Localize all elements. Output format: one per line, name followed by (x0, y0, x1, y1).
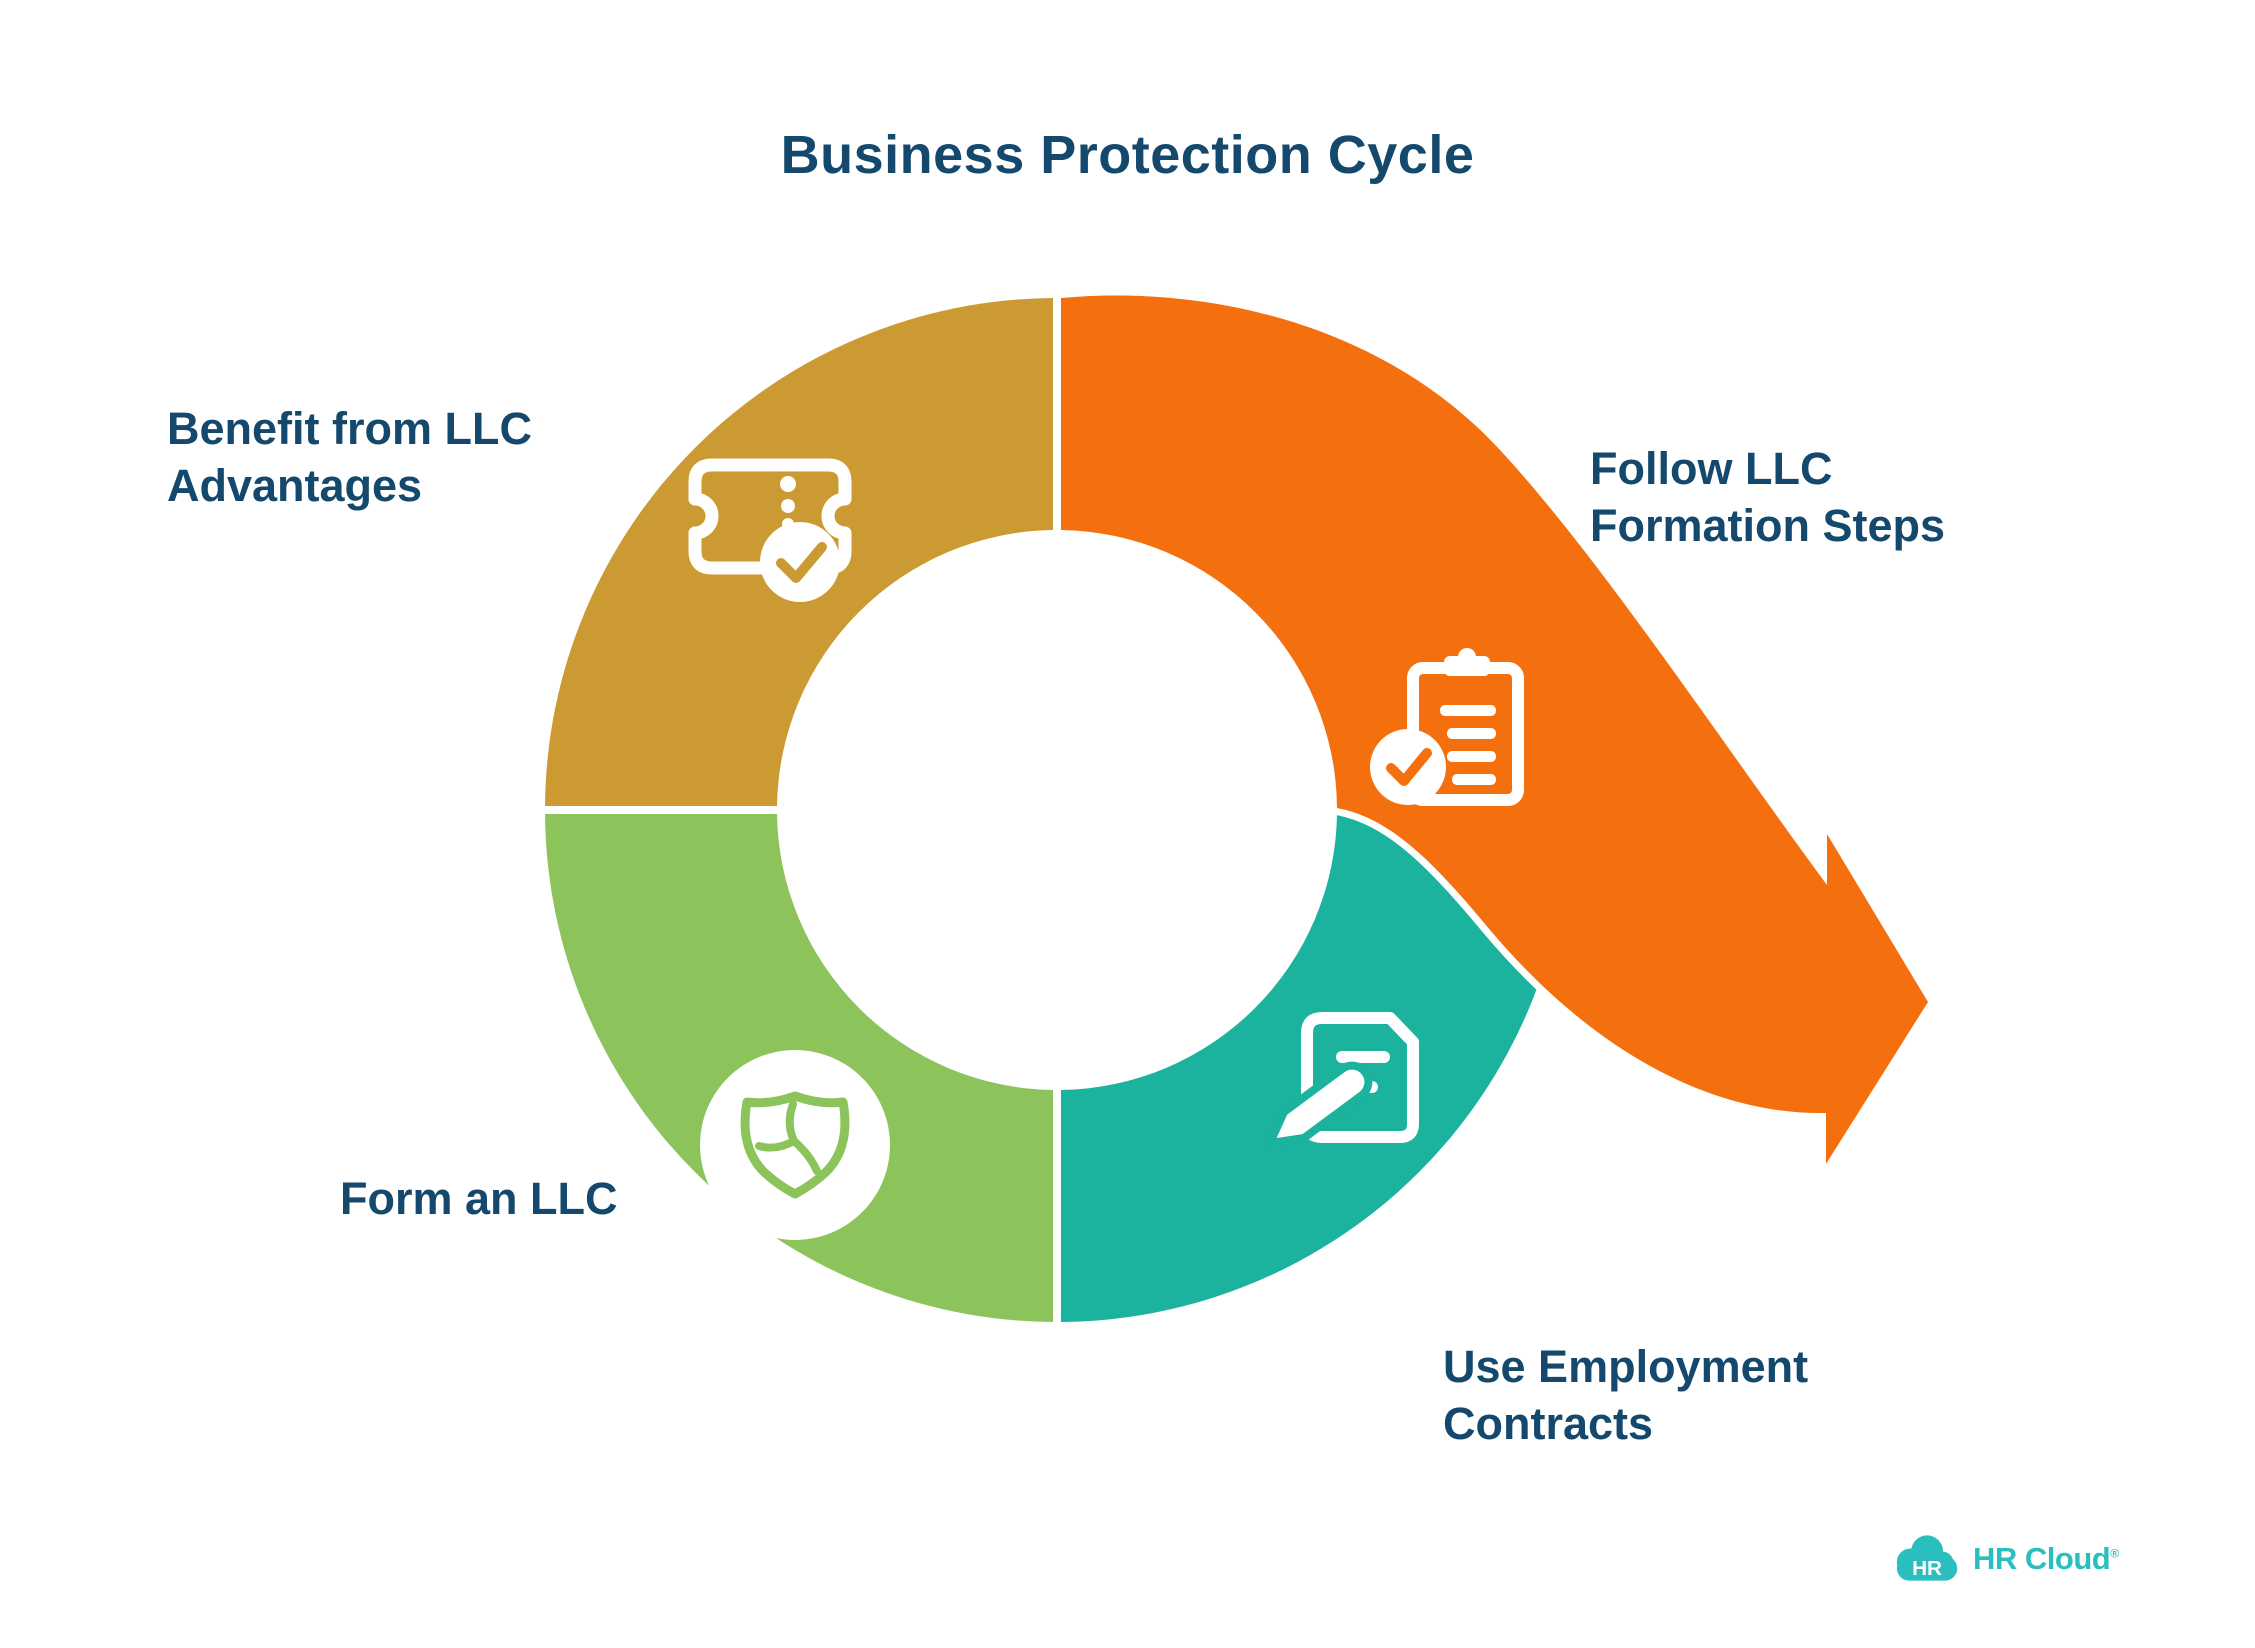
page-title: Business Protection Cycle (780, 125, 1475, 185)
brand-name: HR Cloud (1973, 1541, 2111, 1576)
segment-use (1061, 814, 1569, 1322)
perforation-dot (781, 499, 795, 513)
ticket-check-icon (688, 458, 852, 602)
label-form-an-llc: Form an LLC (340, 1173, 618, 1224)
checklist-line (1447, 728, 1496, 739)
check-mark (776, 542, 827, 583)
checklist-line (1440, 705, 1496, 716)
cloud-monogram: HR (1912, 1557, 1942, 1580)
registered-trademark: ® (2110, 1546, 2119, 1561)
checklist-line (1452, 774, 1496, 785)
brand-wordmark: HR Cloud® (1973, 1541, 2119, 1577)
shield-divider (790, 1137, 821, 1175)
label-follow-llc-formation-steps: Follow LLC Formation Steps (1590, 443, 1946, 551)
hr-cloud-logo: HR HR Cloud® (1895, 1535, 2119, 1583)
label-use-employment-contracts: Use Employment Contracts (1443, 1341, 1809, 1449)
shield-outline (740, 1091, 850, 1199)
document-pencil-icon (1266, 1012, 1419, 1147)
pencil (1266, 1061, 1373, 1147)
clipboard-clip-knob (1458, 648, 1476, 666)
document-line (1336, 1051, 1390, 1063)
check-mark (1386, 748, 1432, 786)
perforation-dot (780, 476, 796, 492)
shield-icon (700, 1050, 890, 1240)
document-outline (1301, 1012, 1419, 1143)
cloud-shape (1896, 1556, 1958, 1581)
check-badge (760, 522, 840, 602)
hr-cloud-icon: HR (1896, 1535, 1958, 1581)
checklist-line (1447, 751, 1496, 762)
check-badge (1370, 729, 1446, 805)
clipboard-check-icon (1370, 648, 1524, 806)
label-benefit-from-llc-advantages: Benefit from LLC Advantages (167, 403, 532, 511)
shield-divider (785, 1100, 798, 1145)
